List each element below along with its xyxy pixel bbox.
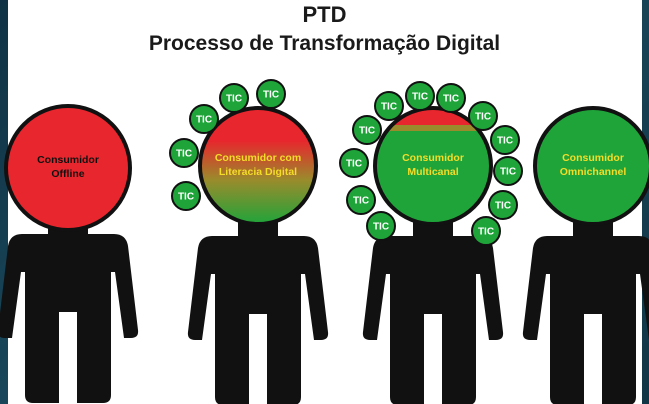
head-circle: [198, 106, 318, 226]
person-silhouette: [187, 222, 329, 404]
tic-bubble: TIC: [471, 216, 501, 246]
figure-label-line1: Consumidor: [562, 152, 624, 164]
svg-text:TIC: TIC: [176, 149, 192, 160]
figure-label-line1: Consumidor com: [215, 152, 301, 164]
svg-text:TIC: TIC: [359, 126, 375, 137]
head-circle: [4, 104, 132, 232]
figure-offline: Consumidor Offline: [0, 104, 139, 403]
tic-bubble: TIC: [436, 83, 466, 113]
svg-text:TIC: TIC: [178, 192, 194, 203]
svg-text:TIC: TIC: [196, 115, 212, 126]
tic-bubble: TIC: [339, 148, 369, 178]
tic-bubble: TIC: [493, 156, 523, 186]
tic-bubble: TIC: [490, 125, 520, 155]
tic-bubble: TIC: [171, 181, 201, 211]
figure-omnichannel: Consumidor Omnichannel: [522, 106, 649, 404]
head-circle: [375, 108, 491, 224]
person-silhouette: [522, 222, 649, 404]
tic-bubble: TIC: [405, 81, 435, 111]
svg-text:TIC: TIC: [497, 136, 513, 147]
person-silhouette: [362, 222, 504, 404]
svg-text:TIC: TIC: [500, 167, 516, 178]
tic-bubble: TIC: [346, 185, 376, 215]
figure-literacia-digital: Consumidor com Literacia Digital TIC TIC…: [169, 79, 329, 404]
figure-label-line1: Consumidor: [37, 154, 99, 166]
svg-text:TIC: TIC: [353, 196, 369, 207]
svg-text:TIC: TIC: [475, 112, 491, 123]
tic-bubble: TIC: [189, 104, 219, 134]
tic-bubble: TIC: [219, 83, 249, 113]
svg-text:TIC: TIC: [346, 159, 362, 170]
figure-label-line2: Multicanal: [407, 166, 458, 178]
svg-text:TIC: TIC: [412, 92, 428, 103]
head-transition-band: [375, 125, 491, 131]
head-circle: [533, 106, 649, 226]
figure-multicanal: Consumidor Multicanal TIC TIC TIC TIC TI…: [339, 81, 523, 404]
svg-text:TIC: TIC: [478, 227, 494, 238]
tic-bubble: TIC: [468, 101, 498, 131]
svg-text:TIC: TIC: [381, 102, 397, 113]
diagram-title: PTD: [302, 2, 347, 27]
tic-bubble: TIC: [366, 211, 396, 241]
tic-bubble: TIC: [256, 79, 286, 109]
figure-label-line2: Offline: [51, 168, 84, 180]
diagram-subtitle: Processo de Transformação Digital: [148, 32, 501, 55]
tic-bubble: TIC: [352, 115, 382, 145]
tic-bubble: TIC: [488, 190, 518, 220]
svg-text:TIC: TIC: [373, 222, 389, 233]
svg-text:TIC: TIC: [495, 201, 511, 212]
tic-bubble: TIC: [169, 138, 199, 168]
svg-text:TIC: TIC: [443, 94, 459, 105]
figure-label-line2: Omnichannel: [560, 166, 627, 178]
figure-label-line1: Consumidor: [402, 152, 464, 164]
figure-label-line2: Literacia Digital: [219, 166, 297, 178]
svg-text:TIC: TIC: [263, 90, 279, 101]
tic-bubble: TIC: [374, 91, 404, 121]
person-silhouette: [0, 220, 139, 403]
svg-text:TIC: TIC: [226, 94, 242, 105]
